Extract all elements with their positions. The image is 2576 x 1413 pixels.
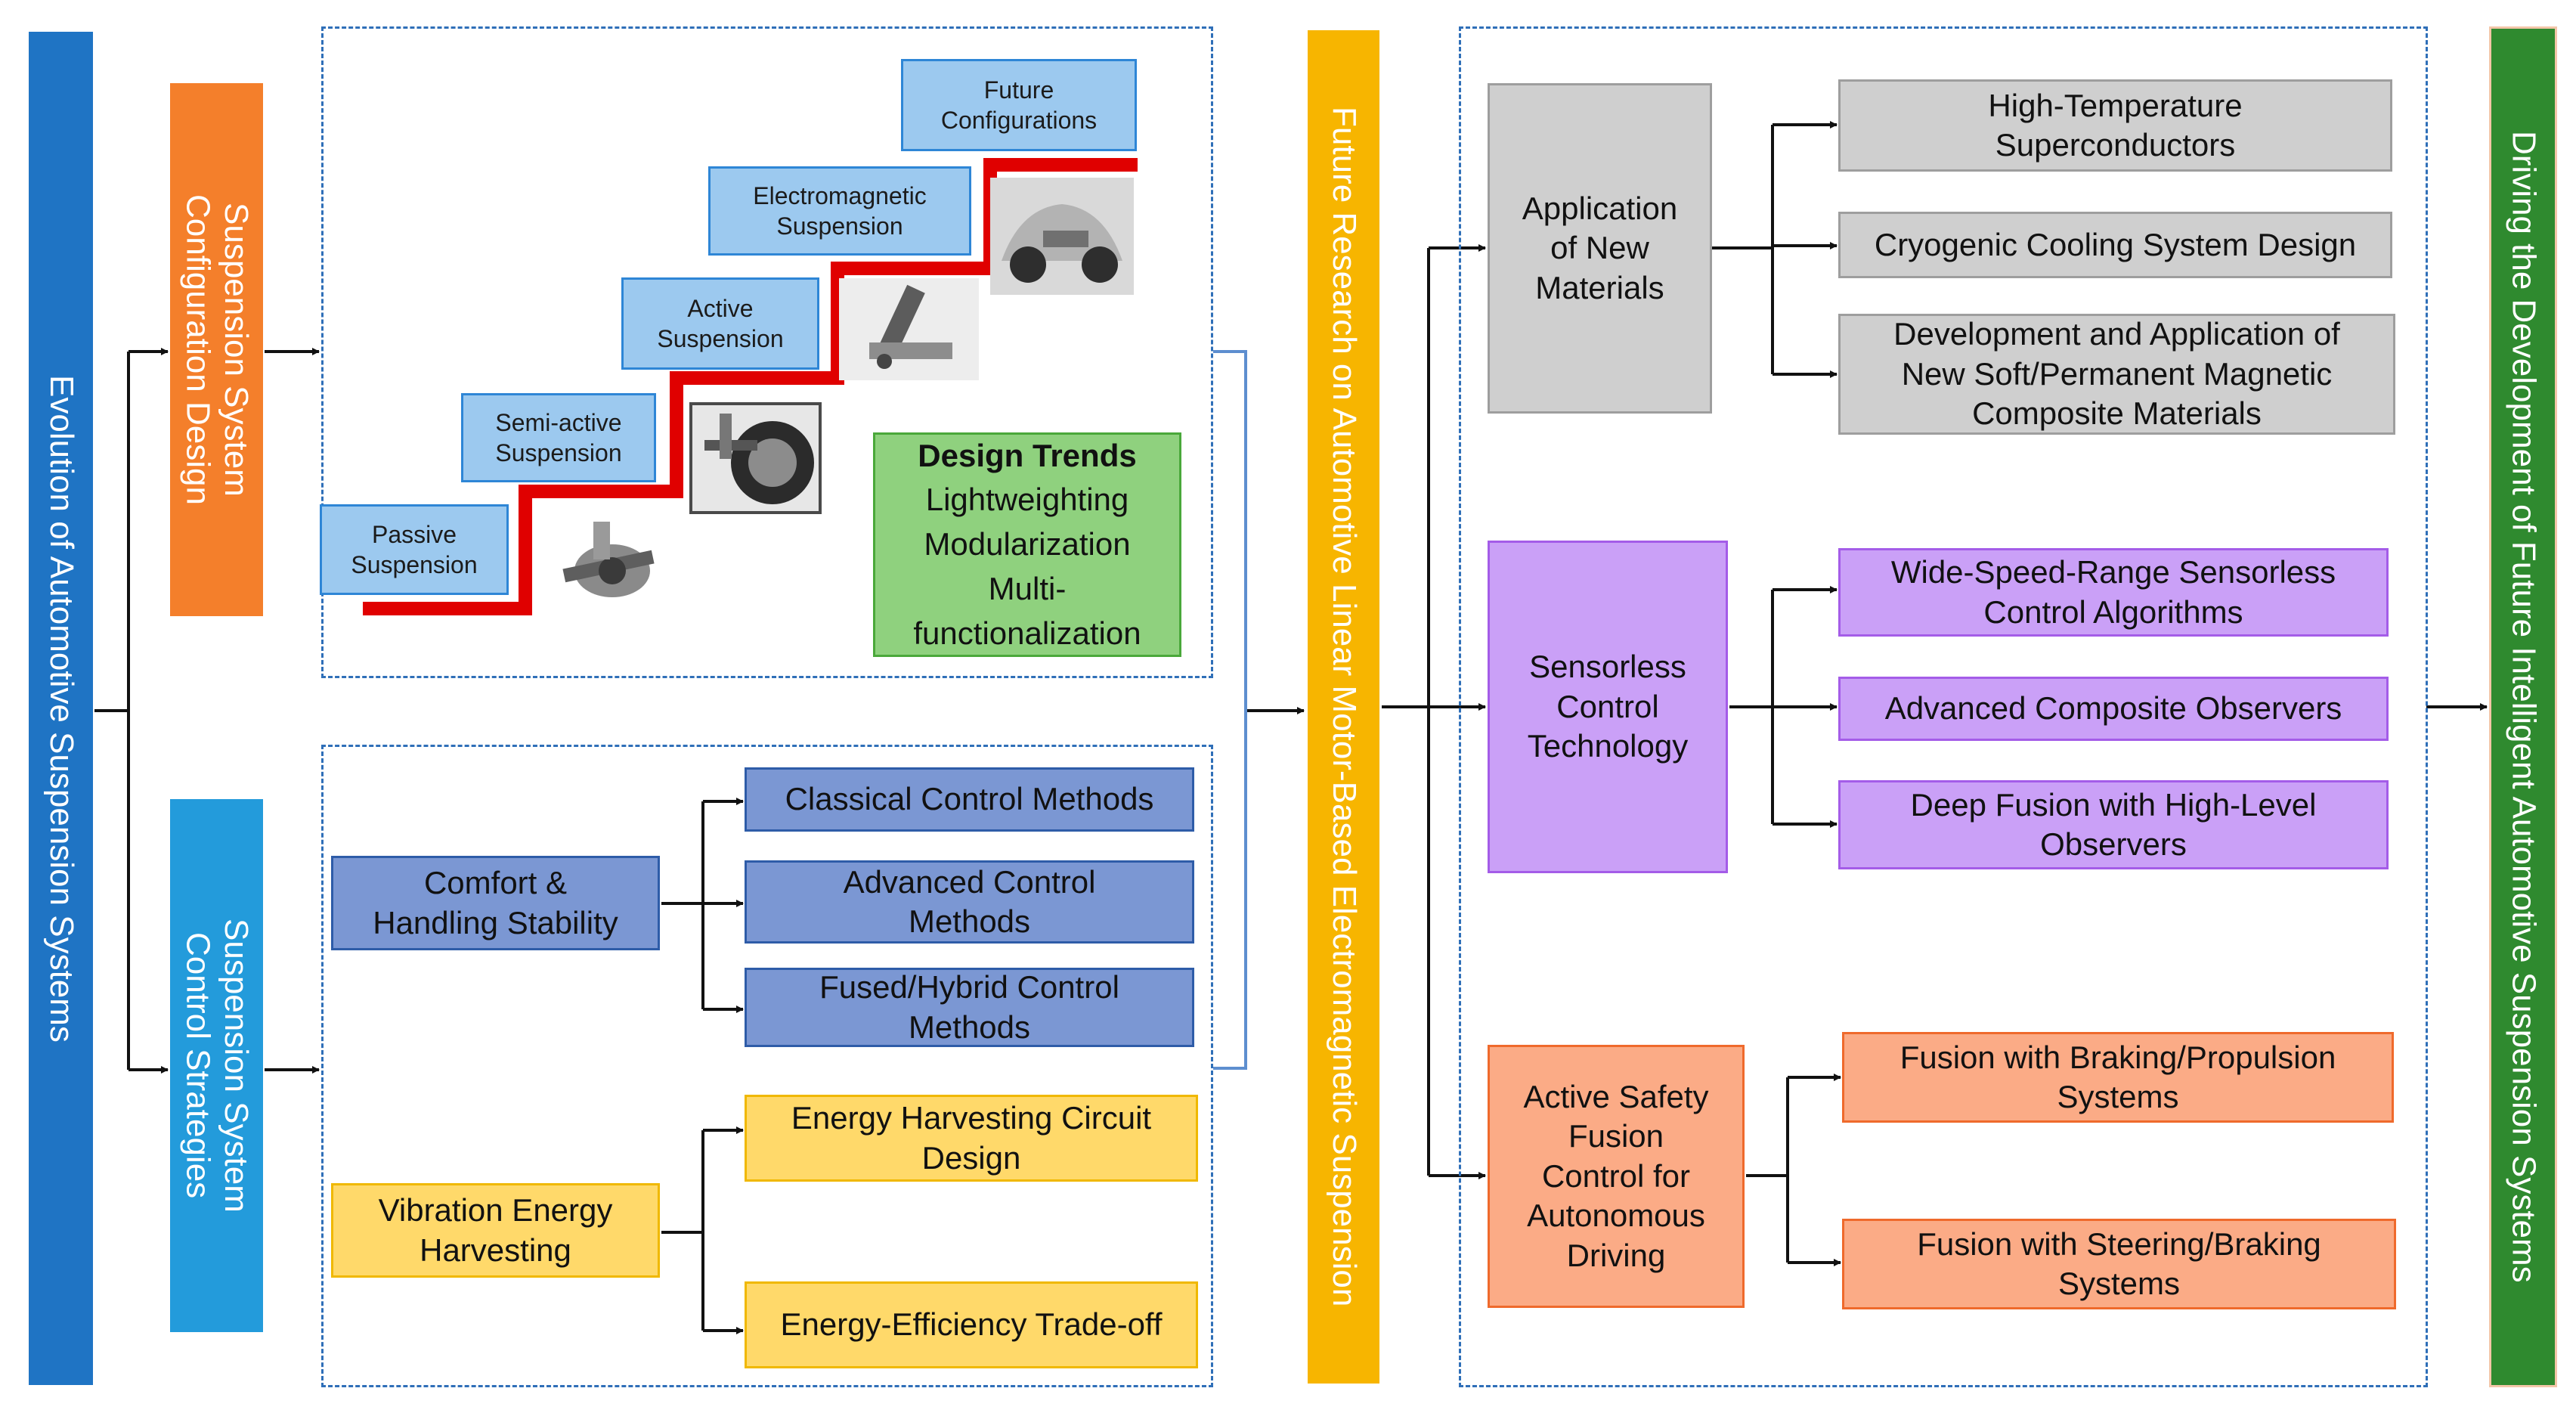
vibration-energy-label: Vibration Energy Harvesting — [378, 1192, 613, 1268]
bracket-line — [1213, 350, 1247, 1070]
right-title-bar: Driving the Development of Future Intell… — [2489, 26, 2557, 1387]
magnetic-composite-label: Development and Application of New Soft/… — [1893, 316, 2340, 432]
cryogenic-cooling-box: Cryogenic Cooling System Design — [1838, 212, 2392, 278]
fused-hybrid-control-label: Fused/Hybrid Control Methods — [819, 969, 1119, 1045]
research-panel — [1459, 26, 2428, 1387]
center-research-label: Future Research on Automotive Linear Mot… — [1325, 107, 1363, 1307]
high-level-observers-label: Deep Fusion with High-Level Observers — [1910, 786, 2317, 863]
new-materials-box: Application of New Materials — [1488, 83, 1712, 414]
configuration-panel — [321, 26, 1213, 678]
active-suspension-box: Active Suspension — [621, 277, 819, 370]
energy-efficiency-box: Energy-Efficiency Trade-off — [745, 1281, 1198, 1368]
advanced-control-label: Advanced Control Methods — [843, 863, 1096, 940]
classical-control-label: Classical Control Methods — [785, 781, 1154, 817]
design-trends-title: Design Trends — [918, 437, 1137, 473]
center-research-bar: Future Research on Automotive Linear Mot… — [1308, 30, 1379, 1384]
passive-suspension-box: Passive Suspension — [320, 504, 509, 595]
new-materials-label: Application of New Materials — [1522, 190, 1678, 305]
control-strategies-bar: Suspension System Control Strategies — [170, 799, 263, 1332]
design-trend-item: functionalization — [913, 615, 1141, 651]
energy-harvesting-circuit-label: Energy Harvesting Circuit Design — [791, 1100, 1152, 1176]
classical-control-box: Classical Control Methods — [745, 767, 1194, 832]
passive-suspension-label: Passive Suspension — [351, 521, 478, 578]
active-suspension-label: Active Suspension — [657, 295, 784, 352]
wide-speed-range-box: Wide-Speed-Range Sensorless Control Algo… — [1838, 548, 2389, 637]
active-safety-label: Active Safety Fusion Control for Autonom… — [1523, 1078, 1709, 1273]
design-trend-item: Modularization — [924, 526, 1131, 562]
semi-active-suspension-label: Semi-active Suspension — [495, 409, 622, 466]
car-chassis-photo — [990, 178, 1134, 295]
vibration-energy-box: Vibration Energy Harvesting — [331, 1183, 660, 1278]
design-trends-box: Design Trends Lightweighting Modularizat… — [873, 432, 1181, 657]
electromagnetic-suspension-label: Electromagnetic Suspension — [753, 182, 927, 240]
active-safety-box: Active Safety Fusion Control for Autonom… — [1488, 1045, 1745, 1308]
fused-hybrid-control-box: Fused/Hybrid Control Methods — [745, 968, 1194, 1047]
steering-braking-label: Fusion with Steering/Braking Systems — [1917, 1226, 2321, 1302]
config-design-bar: Suspension System Configuration Design — [170, 83, 263, 616]
electromagnetic-suspension-box: Electromagnetic Suspension — [708, 166, 971, 256]
advanced-control-box: Advanced Control Methods — [745, 860, 1194, 944]
braking-propulsion-box: Fusion with Braking/Propulsion Systems — [1842, 1032, 2394, 1123]
magnetic-composite-box: Development and Application of New Soft/… — [1838, 314, 2395, 435]
steering-braking-box: Fusion with Steering/Braking Systems — [1842, 1219, 2396, 1309]
right-title-label: Driving the Development of Future Intell… — [2505, 131, 2543, 1283]
cryogenic-cooling-label: Cryogenic Cooling System Design — [1874, 226, 2357, 262]
design-trend-item: Multi- — [988, 570, 1067, 606]
wide-speed-range-label: Wide-Speed-Range Sensorless Control Algo… — [1890, 554, 2336, 630]
comfort-handling-label: Comfort & Handling Stability — [373, 865, 618, 940]
superconductors-box: High-Temperature Superconductors — [1838, 79, 2392, 172]
braking-propulsion-label: Fusion with Braking/Propulsion Systems — [1899, 1039, 2336, 1115]
composite-observers-box: Advanced Composite Observers — [1838, 677, 2389, 741]
left-title-bar: Evolution of Automotive Suspension Syste… — [29, 32, 93, 1385]
shock-absorber-photo — [839, 278, 979, 380]
control-strategies-label: Suspension System Control Strategies — [179, 919, 255, 1213]
comfort-handling-box: Comfort & Handling Stability — [331, 856, 660, 950]
sensorless-control-label: Sensorless Control Technology — [1527, 649, 1689, 764]
design-trend-item: Lightweighting — [925, 482, 1129, 518]
energy-efficiency-label: Energy-Efficiency Trade-off — [780, 1306, 1163, 1343]
high-level-observers-box: Deep Fusion with High-Level Observers — [1838, 780, 2389, 869]
energy-harvesting-circuit-box: Energy Harvesting Circuit Design — [745, 1095, 1198, 1182]
composite-observers-label: Advanced Composite Observers — [1884, 690, 2342, 727]
config-design-label: Suspension System Configuration Design — [179, 194, 255, 505]
left-title-label: Evolution of Automotive Suspension Syste… — [42, 374, 80, 1043]
superconductors-label: High-Temperature Superconductors — [1988, 87, 2243, 163]
future-configurations-label: Future Configurations — [940, 76, 1098, 134]
sensorless-control-box: Sensorless Control Technology — [1488, 541, 1728, 873]
wheel-hub-photo — [689, 402, 822, 514]
suspension-photo — [540, 507, 677, 612]
semi-active-suspension-box: Semi-active Suspension — [461, 393, 656, 482]
future-configurations-box: Future Configurations — [901, 59, 1137, 151]
control-panel — [321, 745, 1213, 1387]
